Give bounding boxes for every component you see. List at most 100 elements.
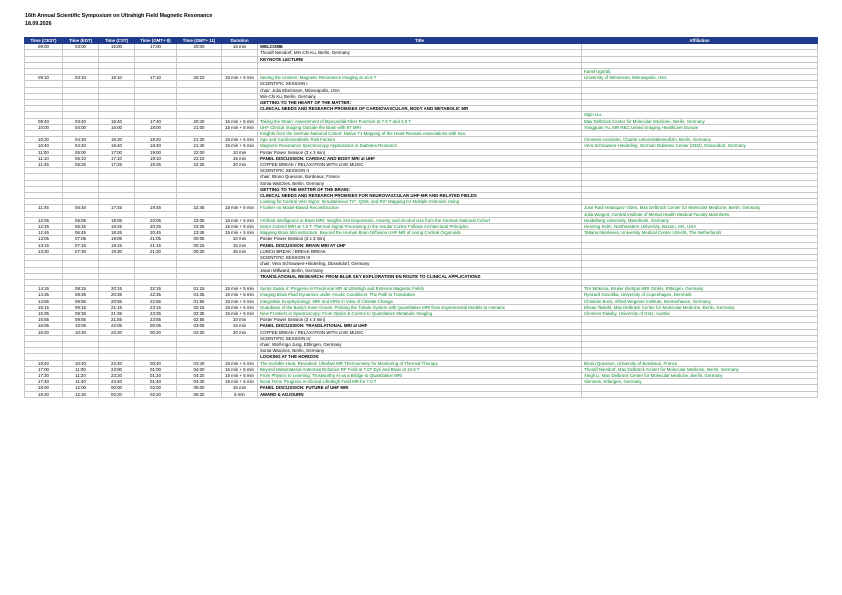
- duration-cell: 15 min + 5 min: [221, 378, 258, 386]
- table-row: Kamil Ugurbil,: [24, 67, 818, 76]
- affiliation-cell: [581, 272, 818, 280]
- page-header: 16th Annual Scientific Symposium on Ultr…: [25, 12, 212, 28]
- table-row: KEYNOTE LECTURE: [24, 55, 818, 63]
- affiliation-cell: José Raúl Velasquez Vides, Max Delbrück …: [581, 204, 818, 212]
- affiliation-cell: Clemens Diwoky, University of Graz, Aust…: [581, 309, 818, 318]
- duration-cell: 15 min + 5 min: [221, 74, 258, 82]
- duration-cell: 15 min + 5 min: [221, 291, 258, 299]
- affiliation-cell: [581, 260, 818, 268]
- affiliation-cell: [581, 328, 818, 336]
- affiliation-cell: Clemens Assmann, Charité-Universitätsmed…: [581, 136, 818, 144]
- affiliation-cell: Ryszard Gosolika, University of Copenhag…: [581, 291, 818, 299]
- duration-cell: 5 min: [221, 390, 258, 398]
- table-row: LOOKING AT THE HORIZON: [24, 353, 818, 361]
- duration-cell: 15 min + 5 min: [221, 297, 258, 305]
- affiliation-cell: Bruno Quesson, University of Bordeaux, F…: [581, 359, 818, 367]
- time-cest-cell: 18:20: [24, 390, 63, 398]
- table-row: SCIENTIFIC SESSION I: [24, 80, 818, 88]
- affiliation-cell: [581, 254, 818, 262]
- table-row: Sigin Liu,: [24, 111, 818, 119]
- affiliation-cell: Vera Schrauwen-Hinderling, German Diabet…: [581, 142, 818, 150]
- affiliation-cell: Sigin Liu,: [581, 111, 818, 119]
- time-edt-cell: 12:20: [62, 390, 99, 398]
- table-row: chair: Wolf-Ingo Jung, Ettlingen, German…: [24, 340, 818, 349]
- affiliation-cell: [581, 98, 818, 107]
- table-row: TRANSLATIONAL RESEARCH: FROM BLUE SKY EX…: [24, 272, 818, 280]
- column-header: Time (GMT+ 8): [134, 36, 177, 45]
- column-header: Time (GMT+ 11): [176, 36, 222, 45]
- time-gmt8-cell: 02:20: [134, 390, 177, 398]
- affiliation-cell: Kamil Ugurbil,: [581, 67, 818, 76]
- affiliation-cell: [581, 316, 818, 324]
- duration-cell: 15 min + 5 min: [221, 216, 258, 225]
- duration-cell: 15 min + 5 min: [221, 359, 258, 367]
- affiliation-cell: University of Minnesota, Minneapolis, US…: [581, 74, 818, 82]
- table-row: Min-Chi Ku, Berlin, Germany: [24, 92, 818, 101]
- table-row: SCIENTIFIC SESSION III: [24, 254, 818, 262]
- affiliation-cell: [581, 55, 818, 63]
- affiliation-cell: [581, 322, 818, 330]
- time-gmt11-cell: 05:20: [176, 390, 222, 398]
- affiliation-cell: [581, 390, 818, 398]
- duration-cell: 15 min + 5 min: [221, 136, 258, 144]
- table-row: GETTING TO THE HEART OF THE MATTER:: [24, 98, 818, 107]
- affiliation-cell: [581, 86, 818, 94]
- affiliation-cell: [581, 353, 818, 361]
- affiliation-cell: Max Delbrück Center for Molecular Medici…: [581, 117, 818, 125]
- time-cst-cell: 00:20: [98, 390, 135, 398]
- page-title: 16th Annual Scientific Symposium on Ultr…: [25, 13, 213, 19]
- duration-cell: 15 min + 5 min: [221, 309, 258, 318]
- page-date: 18.09.2026: [25, 21, 52, 27]
- table-row: SCIENTIFIC SESSION IV: [24, 334, 818, 342]
- affiliation-cell: [581, 384, 818, 392]
- affiliation-cell: Tatiana Nikolaeva, University Medical Ce…: [581, 229, 818, 237]
- title-cell: AWARD & ADJOURN: [257, 390, 582, 398]
- affiliation-cell: [581, 80, 818, 88]
- duration-cell: 15 min + 5 min: [221, 204, 258, 212]
- table-header-row: Time (CEST)Time (EDT)Time (CST)Time (GMT…: [24, 36, 818, 45]
- duration-cell: 15 min + 5 min: [221, 285, 258, 293]
- table-row: chair: Julia Ebermann, Minneapolis, USA: [24, 86, 818, 94]
- duration-cell: 15 min + 5 min: [221, 229, 258, 237]
- affiliation-cell: Julia Wiegert, Central Institute of Ment…: [581, 210, 818, 218]
- table-row: Sonia Waiczies, Berlin, Germany: [24, 347, 818, 355]
- duration-cell: 15 min + 5 min: [221, 303, 258, 311]
- affiliation-cell: Xingli Li, Max Delbrück Center for Molec…: [581, 371, 818, 380]
- duration-cell: 15 min + 5 min: [221, 365, 258, 373]
- program-table: Time (CEST)Time (EDT)Time (CST)Time (GMT…: [24, 36, 818, 398]
- affiliation-cell: Thoralf Niendorf, Max Delbrück Center fo…: [581, 365, 818, 373]
- affiliation-cell: [581, 92, 818, 101]
- affiliation-cell: [581, 334, 818, 342]
- affiliation-cell: Ehsan Tasbihi, Max Delbrück Center for M…: [581, 303, 818, 311]
- affiliation-cell: Tim Wokrina, Bruker BioSpin MRI GmbH, Et…: [581, 285, 818, 293]
- duration-cell: 15 min + 5 min: [221, 117, 258, 125]
- table-row: CLINICAL NEEDS AND RESEARCH PROMISES OF …: [24, 105, 818, 113]
- table-row: Jason Millward, Berlin, Germany: [24, 266, 818, 274]
- duration-cell: 15 min + 5 min: [221, 142, 258, 150]
- column-header: Affiliation: [581, 36, 818, 45]
- affiliation-cell: [581, 105, 818, 113]
